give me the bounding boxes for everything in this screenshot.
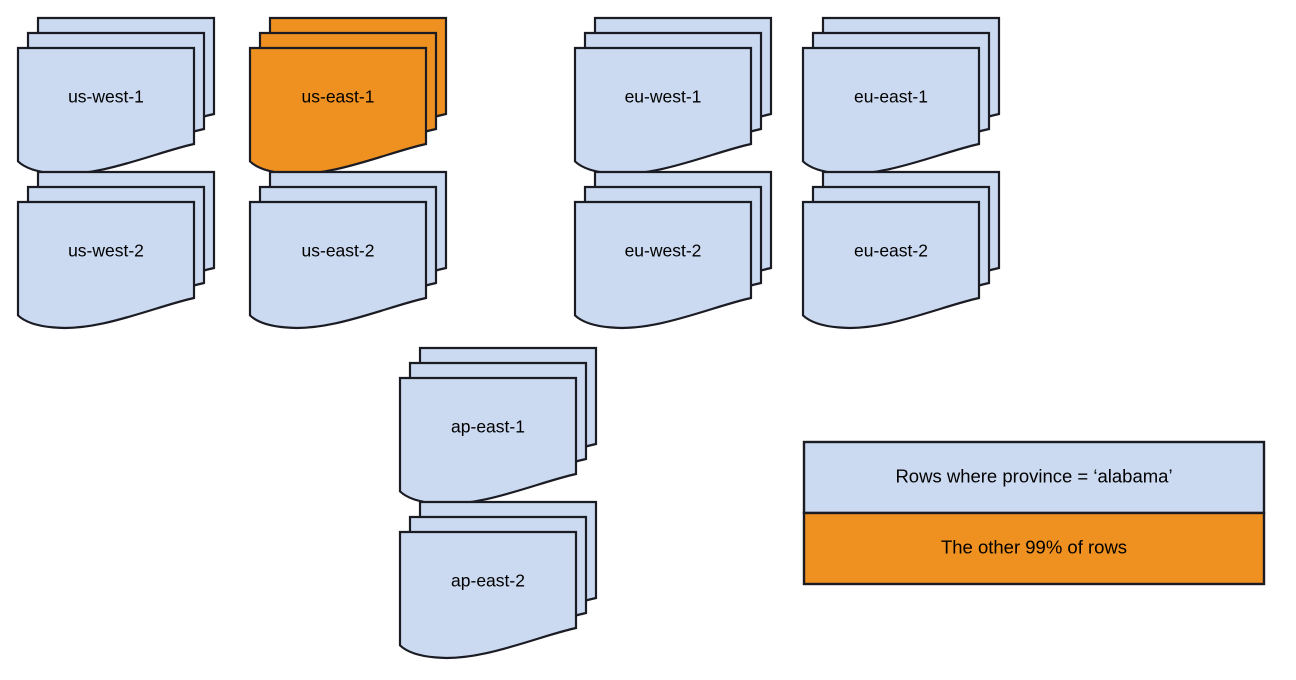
document-stacks-group: us-west-1 us-west-2 us-east-1 us-east-2 eu-w… xyxy=(16,16,1001,660)
stack-label-us-east-2: us-east-2 xyxy=(302,241,375,261)
document-sheet xyxy=(398,530,578,660)
stack-label-us-east-1: us-east-1 xyxy=(302,87,375,107)
legend-row-orange-label: The other 99% of rows xyxy=(941,536,1127,557)
stack-label-eu-east-2: eu-east-2 xyxy=(854,241,928,261)
document-sheet xyxy=(573,200,753,330)
document-stack-ap-east-1[interactable]: ap-east-1 xyxy=(398,346,598,506)
document-sheet xyxy=(16,46,196,176)
document-stack-ap-east-2[interactable]: ap-east-2 xyxy=(398,500,598,660)
legend-row-blue-label: Rows where province = ‘alabama’ xyxy=(895,465,1172,486)
stack-label-us-west-1: us-west-1 xyxy=(68,87,144,107)
stack-label-us-west-2: us-west-2 xyxy=(68,241,144,261)
stack-label-eu-west-2: eu-west-2 xyxy=(625,241,702,261)
document-stack-eu-east-2[interactable]: eu-east-2 xyxy=(801,170,1001,330)
document-stack-us-east-2[interactable]: us-east-2 xyxy=(248,170,448,330)
document-stack-eu-west-1[interactable]: eu-west-1 xyxy=(573,16,773,176)
document-stack-us-east-1[interactable]: us-east-1 xyxy=(248,16,448,176)
stack-label-eu-west-1: eu-west-1 xyxy=(625,87,702,107)
document-stack-eu-west-2[interactable]: eu-west-2 xyxy=(573,170,773,330)
document-sheet xyxy=(248,200,428,330)
legend: Rows where province = ‘alabama’ The other… xyxy=(802,440,1266,586)
document-sheet xyxy=(801,46,981,176)
document-sheet xyxy=(248,46,428,176)
stack-label-ap-east-1: ap-east-1 xyxy=(451,417,525,437)
document-sheet xyxy=(398,376,578,506)
legend-row-blue xyxy=(802,440,1266,515)
stack-label-eu-east-1: eu-east-1 xyxy=(854,87,928,107)
legend-row-orange xyxy=(802,511,1266,586)
document-sheet xyxy=(16,200,196,330)
document-sheet xyxy=(573,46,753,176)
document-stack-us-west-1[interactable]: us-west-1 xyxy=(16,16,216,176)
document-stack-us-west-2[interactable]: us-west-2 xyxy=(16,170,216,330)
document-stack-eu-east-1[interactable]: eu-east-1 xyxy=(801,16,1001,176)
stack-label-ap-east-2: ap-east-2 xyxy=(451,571,525,591)
document-sheet xyxy=(801,200,981,330)
